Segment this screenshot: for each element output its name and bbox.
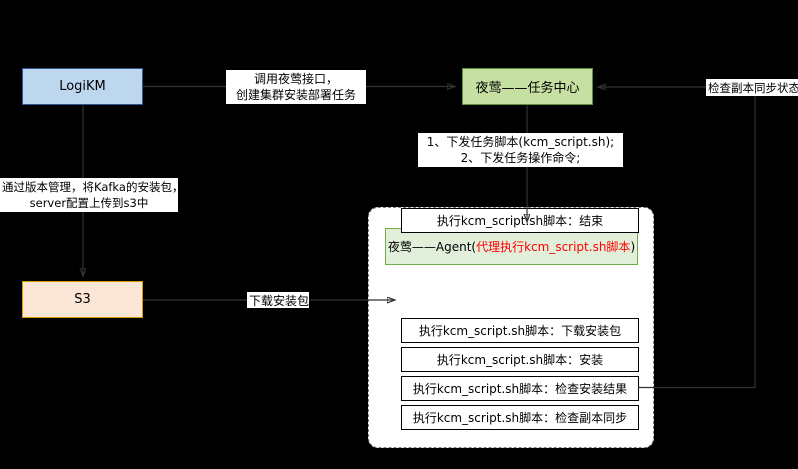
agent-step-check-install-result: 执行kcm_script.sh脚本：检查安装结果 xyxy=(401,376,639,401)
label-dispatch-line1: 1、下发任务脚本(kcm_script.sh); xyxy=(426,135,615,149)
node-s3: S3 xyxy=(22,281,143,318)
label-call-api-line1: 调用夜莺接口， xyxy=(253,72,338,86)
agent-step-install: 执行kcm_script.sh脚本：安装 xyxy=(401,347,639,372)
label-call-api-line2: 创建集群安装部署任务 xyxy=(235,88,356,102)
label-call-api: 调用夜莺接口， 创建集群安装部署任务 xyxy=(226,70,366,104)
agent-group: 夜莺——Agent(代理执行kcm_script.sh脚本) 执行kcm_scr… xyxy=(368,207,654,448)
agent-step-download: 执行kcm_script.sh脚本：下载安装包 xyxy=(401,318,639,343)
label-check-replica-status: 检查副本同步状态 xyxy=(706,79,798,96)
agent-step-check-replica-sync: 执行kcm_script.sh脚本：检查副本同步 xyxy=(401,405,639,430)
label-upload-s3-line1: 通过版本管理，将Kafka的安装包， xyxy=(2,180,184,194)
node-logikm: LogiKM xyxy=(22,68,143,105)
node-task-center: 夜莺——任务中心 xyxy=(462,68,593,105)
label-download-package: 下载安装包 xyxy=(247,292,310,308)
label-upload-s3-line2: server配置上传到s3中 xyxy=(29,196,149,210)
label-dispatch-line2: 2、下发任务操作命令; xyxy=(460,151,581,165)
agent-step-finish: 执行kcm_script.sh脚本：结束 xyxy=(401,208,639,233)
label-dispatch-commands: 1、下发任务脚本(kcm_script.sh); 2、下发任务操作命令; xyxy=(418,133,623,167)
label-upload-s3: 通过版本管理，将Kafka的安装包， server配置上传到s3中 xyxy=(0,178,184,212)
agent-header-label-red: 代理执行kcm_script.sh脚本 xyxy=(476,240,631,254)
node-s3-label: S3 xyxy=(74,292,91,307)
agent-header-label-suffix: ) xyxy=(630,239,636,254)
node-logikm-label: LogiKM xyxy=(59,79,106,94)
node-task-center-label: 夜莺——任务中心 xyxy=(475,81,580,96)
agent-header: 夜莺——Agent(代理执行kcm_script.sh脚本) xyxy=(385,228,638,265)
agent-header-label-prefix: 夜莺——Agent( xyxy=(387,240,477,254)
